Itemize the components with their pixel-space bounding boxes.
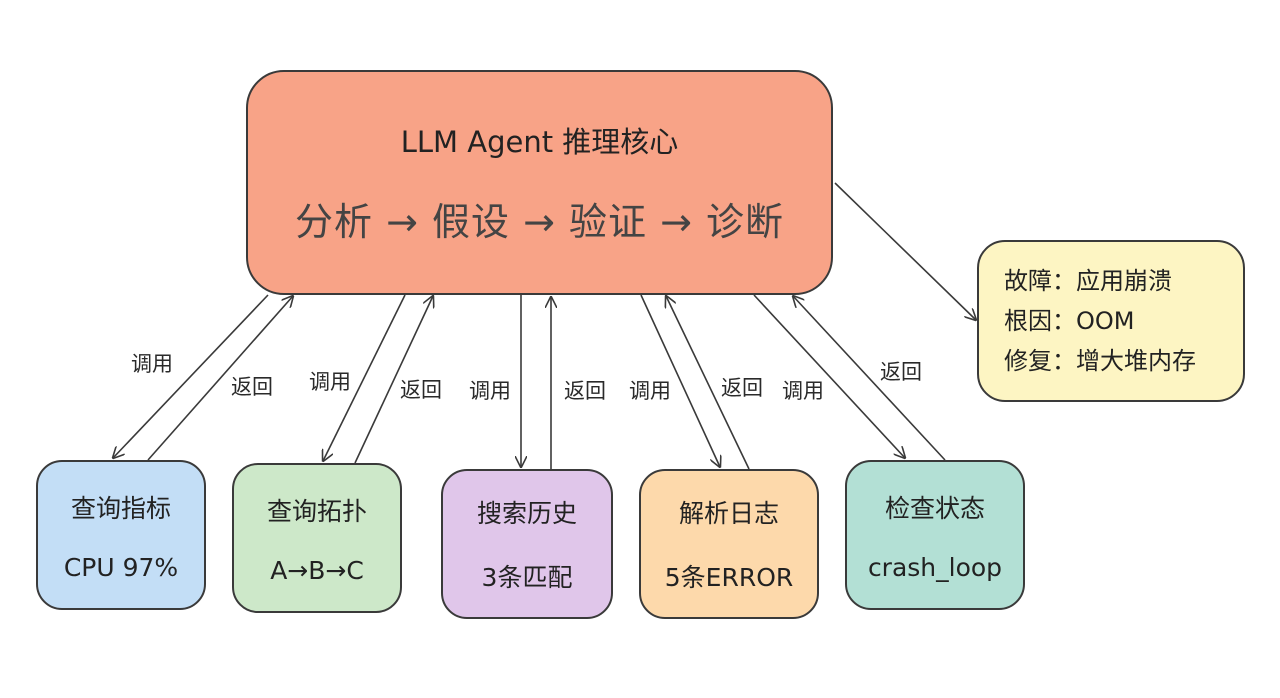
return-arrow-2 [354,296,433,464]
tool-box-topology: 查询拓扑 A→B→C [232,463,402,613]
call-arrow-1 [113,294,269,458]
return-arrow-4 [666,296,750,470]
return-label-3: 返回 [562,375,608,405]
tool-box-history: 搜索历史 3条匹配 [441,469,613,619]
call-label-5: 调用 [780,375,826,405]
diagnosis-result-box: 故障：应用崩溃 根因：OOM 修复：增大堆内存 [977,240,1245,402]
tool-value: A→B→C [270,555,364,585]
call-label-2: 调用 [307,366,353,396]
call-arrow-5 [753,294,905,458]
tool-name: 检查状态 [884,493,985,523]
call-arrow-4 [640,294,720,467]
return-arrow-5 [793,296,946,461]
return-label-2: 返回 [398,374,444,404]
return-label-4: 返回 [719,372,765,402]
core-flow: 分析 → 假设 → 验证 → 诊断 [295,200,784,244]
tool-name: 解析日志 [678,499,779,528]
tool-value: CPU 97% [63,552,179,582]
tool-box-status: 检查状态 crash_loop [845,460,1025,610]
tool-value: crash_loop [867,552,1003,582]
tool-name: 查询拓扑 [266,496,367,526]
return-label-5: 返回 [878,356,924,386]
return-label-1: 返回 [229,371,275,401]
return-arrow-1 [147,296,293,461]
tool-name: 搜索历史 [476,499,577,528]
result-root-cause: 根因：OOM [1004,307,1135,335]
call-label-3: 调用 [467,375,513,405]
tool-name: 查询指标 [70,493,171,523]
call-label-4: 调用 [627,375,673,405]
result-fault: 故障：应用崩溃 [1004,267,1172,295]
result-fix: 修复：增大堆内存 [1004,347,1196,375]
tool-value: 5条ERROR [664,563,794,592]
call-label-1: 调用 [129,348,175,378]
tool-value: 3条匹配 [481,563,573,592]
core-title: LLM Agent 推理核心 [400,125,679,159]
reasoning-core-box: LLM Agent 推理核心 分析 → 假设 → 验证 → 诊断 [246,70,833,295]
result-arrow [834,182,976,320]
call-arrow-2 [323,294,406,461]
tool-box-metrics: 查询指标 CPU 97% [36,460,206,610]
tool-box-logs: 解析日志 5条ERROR [639,469,819,619]
